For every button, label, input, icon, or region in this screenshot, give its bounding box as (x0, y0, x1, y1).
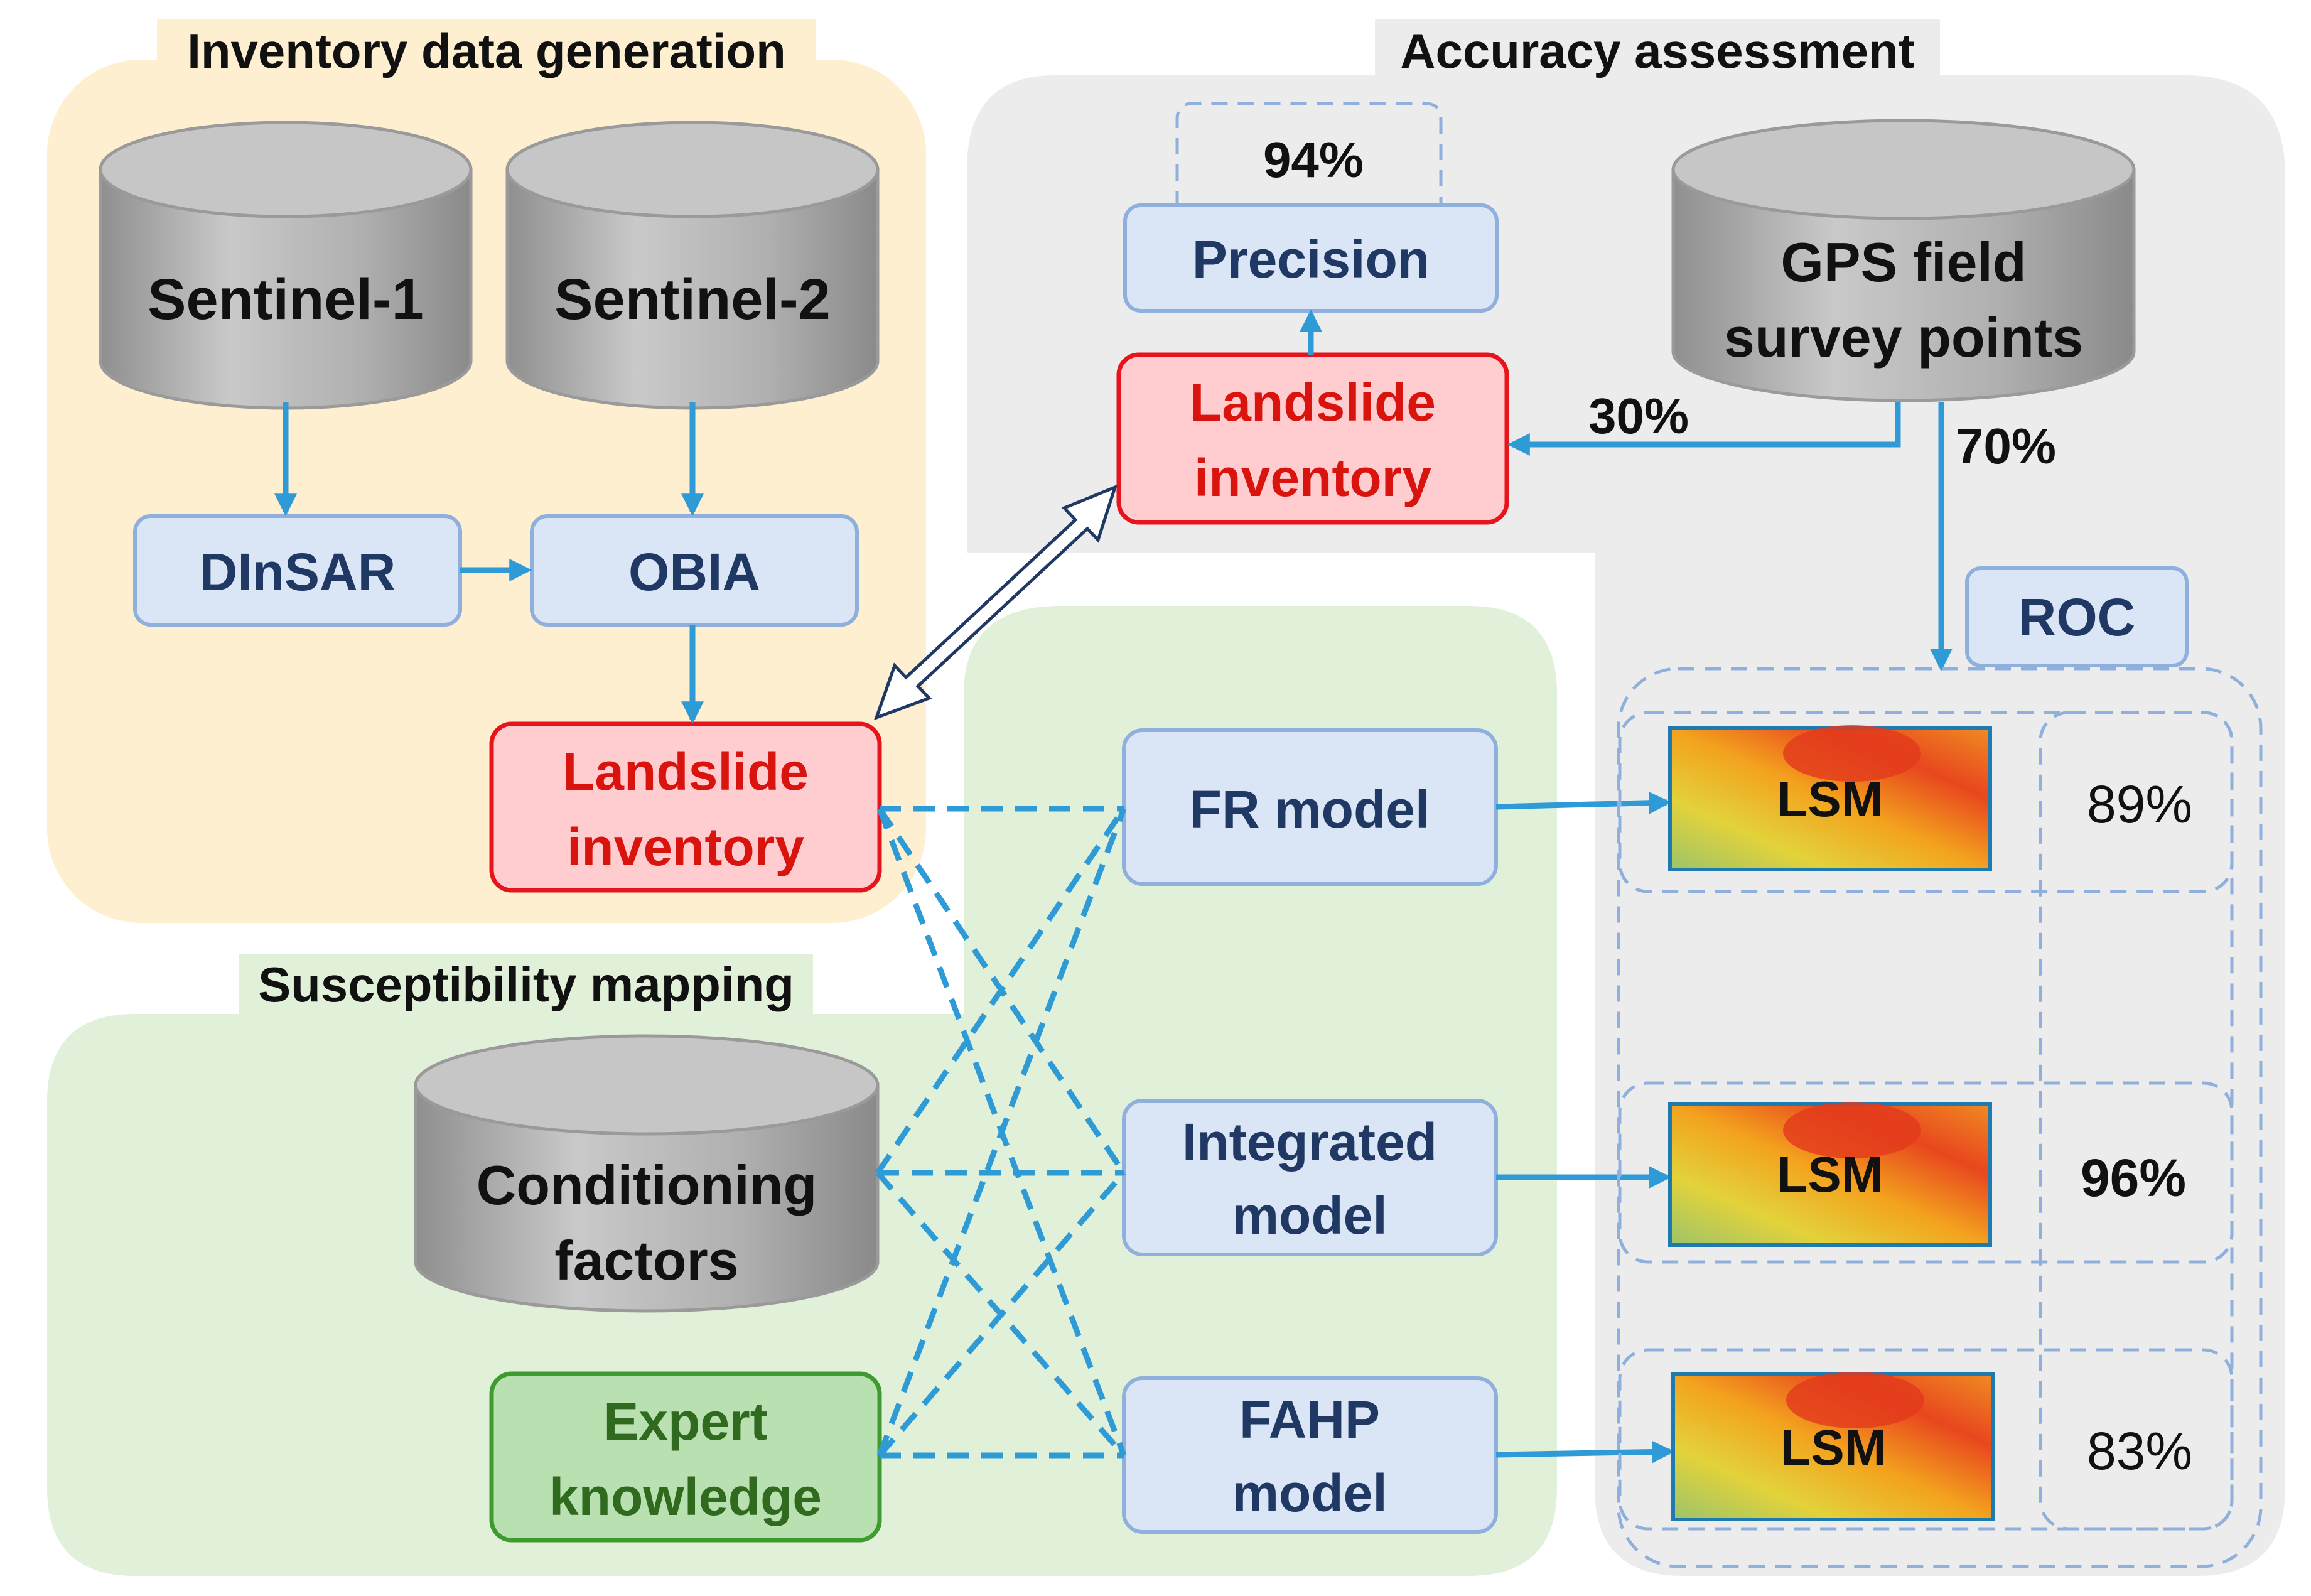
landslide-inventory-left-box: Landslide inventory (489, 721, 882, 893)
accuracy-section-title-bg (1375, 19, 1940, 88)
fr-model-box: FR model (1122, 728, 1498, 886)
roc-box: ROC (1965, 566, 2189, 667)
integrated-model-line2: model (1232, 1186, 1387, 1245)
lsm-label-2: LSM (1777, 1146, 1883, 1202)
result-row-2-frame (1618, 1081, 2234, 1264)
lsm-map-2: LSM (1668, 1102, 1992, 1247)
landslide-inventory-top-box: Landslide inventory (1116, 352, 1509, 525)
sentinel2-database: Sentinel-2 (505, 121, 880, 410)
result-row-1-frame (1618, 711, 2234, 893)
lsm-label-3: LSM (1780, 1420, 1887, 1475)
lsm-map-3: LSM (1671, 1372, 1995, 1521)
results-panel (1617, 667, 2263, 1568)
sentinel1-label: Sentinel-1 (148, 267, 424, 332)
dash-expert-fr (876, 807, 1127, 1457)
fahp-model-box: FAHP model (1122, 1376, 1498, 1534)
lsm-label-1: LSM (1777, 771, 1883, 827)
sentinel2-label: Sentinel-2 (554, 267, 831, 332)
accuracy-section-title: Accuracy assessment (1400, 23, 1915, 78)
dash-conditioning-fr (875, 807, 1126, 1175)
landslide-inventory-top-line2: inventory (1194, 448, 1431, 507)
split-70-label: 70% (1956, 418, 2056, 474)
split-30-label: 30% (1588, 388, 1689, 444)
sentinel1-database: Sentinel-1 (99, 121, 473, 410)
inventory-section-title: Inventory data generation (187, 23, 786, 78)
susceptibility-section-title-bg (239, 954, 813, 1023)
inventory-section-title-bg (157, 19, 816, 88)
gps-database: GPS field survey points (1671, 119, 2136, 402)
landslide-inventory-top-line1: Landslide (1190, 373, 1436, 432)
arrow-gps-30 (1507, 402, 1901, 456)
accuracy-value-2: 96% (2081, 1148, 2186, 1207)
landslide-inventory-left-line2: inventory (567, 817, 804, 876)
solid-arrows (274, 309, 1953, 1464)
obia-box: OBIA (530, 514, 859, 627)
dinsar-label: DInSAR (200, 542, 396, 601)
dash-expert-integrated (877, 1171, 1126, 1457)
gps-label-line1: GPS field (1780, 231, 2026, 293)
fr-model-label: FR model (1190, 780, 1430, 839)
conditioning-factors-database: Conditioning factors (414, 1034, 880, 1313)
double-arrow-inventories (873, 484, 1118, 721)
expert-knowledge-line2: knowledge (549, 1467, 822, 1526)
result-row-3-frame (1618, 1348, 2234, 1531)
landslide-inventory-left-line1: Landslide (563, 742, 809, 801)
lsm-map-1: LSM (1668, 725, 1992, 871)
susceptibility-section-title: Susceptibility mapping (258, 957, 794, 1012)
arrow-fr-lsm (1495, 791, 1672, 814)
integrated-model-box: Integrated model (1122, 1099, 1498, 1256)
conditioning-label-line1: Conditioning (477, 1154, 817, 1216)
fahp-model-line2: model (1232, 1464, 1387, 1523)
conditioning-label-line2: factors (554, 1229, 738, 1291)
fahp-model-line1: FAHP (1239, 1390, 1380, 1449)
expert-knowledge-box: Expert knowledge (489, 1371, 882, 1543)
gps-label-line2: survey points (1724, 306, 2083, 369)
accuracy-value-3: 83% (2087, 1421, 2192, 1480)
precision-value-box: 94% (1175, 102, 1443, 207)
precision-box: Precision (1123, 203, 1499, 313)
roc-label: ROC (2018, 588, 2136, 647)
precision-label: Precision (1192, 230, 1430, 289)
accuracy-value-1: 89% (2087, 775, 2192, 834)
expert-knowledge-line1: Expert (603, 1392, 767, 1451)
arrow-fahp-lsm (1495, 1440, 1675, 1464)
dinsar-box: DInSAR (133, 514, 462, 627)
precision-value: 94% (1263, 132, 1364, 188)
obia-label: OBIA (628, 542, 760, 601)
integrated-model-line1: Integrated (1182, 1113, 1437, 1172)
dashed-connectors (875, 806, 1127, 1459)
